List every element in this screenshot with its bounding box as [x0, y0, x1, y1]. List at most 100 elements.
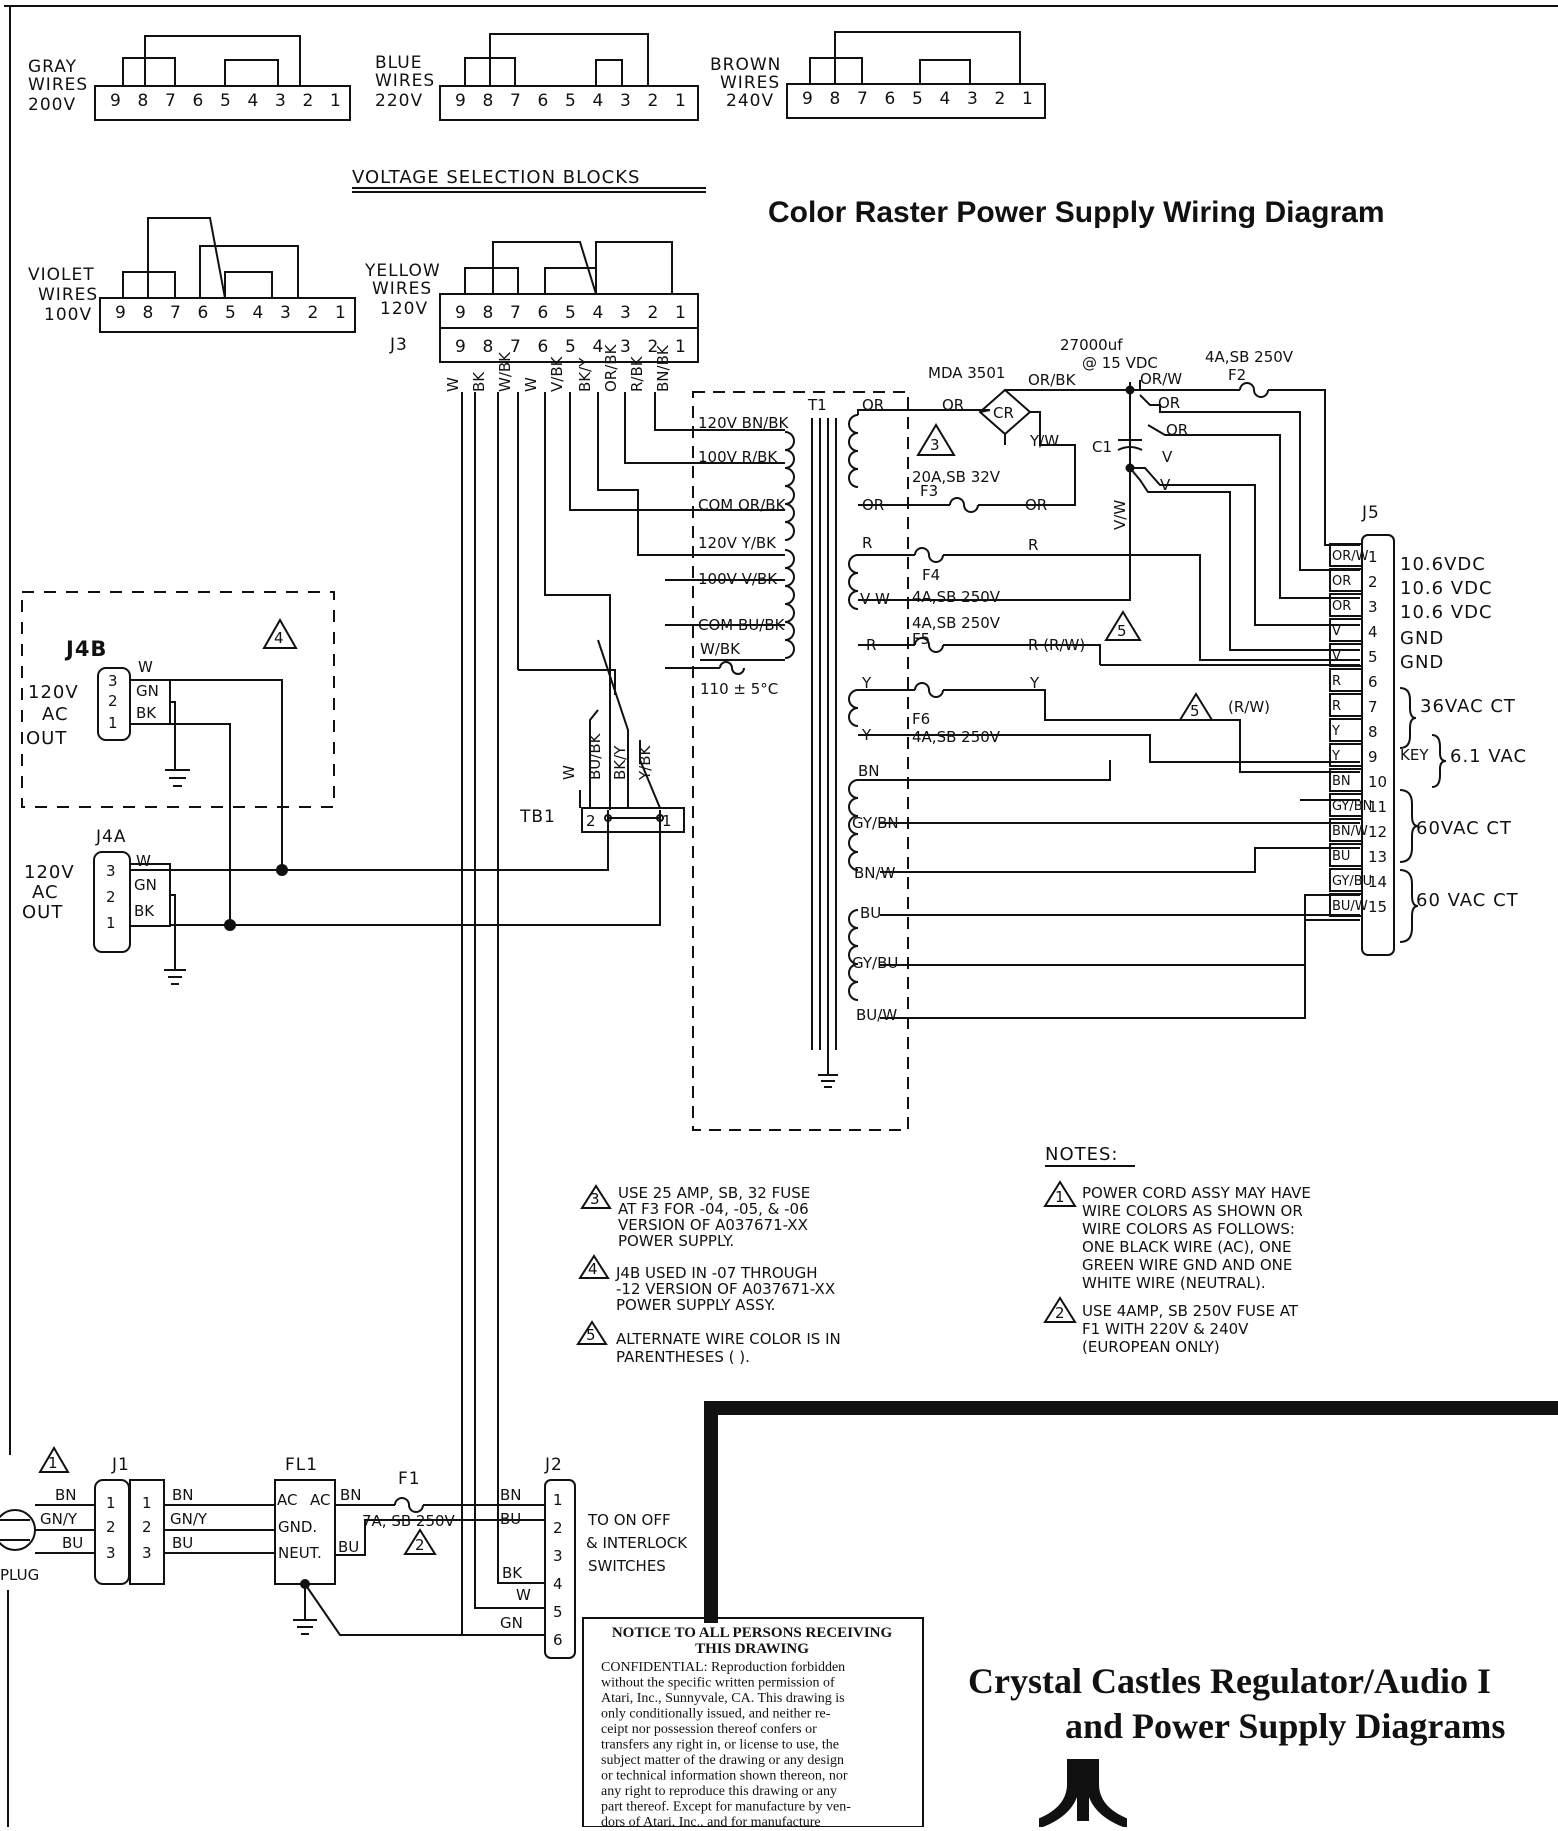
violet-pin-6: 6	[198, 303, 210, 323]
cr-label: CR	[993, 404, 1014, 422]
j5-label: J5	[1361, 503, 1380, 523]
brown-label: BROWN	[710, 55, 781, 75]
j4a-wire-w: W	[136, 852, 151, 870]
primary-taps	[665, 429, 785, 661]
j5-rows: 1OR/W2OR3OR4V5V6R7R8Y9Y10BN11GY/BN12BN/W…	[1329, 543, 1387, 917]
yellow-pin-2: 2	[648, 303, 660, 323]
j4b-enclosure	[21, 591, 335, 808]
j4a-bk-run	[170, 810, 661, 926]
c1-plate-2	[1117, 446, 1143, 451]
gn-return	[304, 1583, 545, 1636]
gray-pin-4: 4	[248, 91, 260, 111]
flag-3-label: 3	[930, 436, 940, 454]
flag-4-triangle	[262, 617, 298, 649]
j3-wire-8: BN/BK	[654, 344, 672, 392]
plug-wire-gny: GN/Y	[40, 1510, 78, 1528]
tb1-label: TB1	[519, 807, 556, 827]
blue-pin-1: 1	[675, 91, 687, 111]
violet-jumper-2	[147, 217, 226, 299]
tb1-bky-lead	[597, 639, 629, 808]
title-block-stub	[704, 1401, 718, 1623]
primary-tap-120v-a: 120V BN/BK	[698, 414, 790, 432]
blue-voltage: 220V	[375, 91, 423, 111]
block-blue: BLUE WIRES 220V	[375, 33, 699, 121]
f3-label: F3	[920, 482, 938, 500]
j3-connector	[439, 327, 699, 363]
blue-terminal-block	[439, 85, 699, 121]
j4a-wire-gn: GN	[134, 876, 157, 894]
j3-pin-2: 2	[648, 337, 660, 357]
j1-receptacle	[129, 1479, 165, 1585]
j5-wire-14: GY/BU	[1332, 874, 1372, 889]
n3-line-3: POWER SUPPLY.	[618, 1232, 734, 1250]
notice-line-10: dors of Atari, Inc., and for manufacture	[601, 1815, 821, 1827]
n5-line-0: ALTERNATE WIRE COLOR IS IN	[616, 1330, 841, 1348]
notice-line-6: subject matter of the drawing or any des…	[601, 1753, 844, 1768]
sec-r-top: R	[862, 534, 872, 552]
note-4-flag-label: 4	[588, 1260, 598, 1278]
j5-pin-7: 7	[1368, 698, 1378, 716]
or-label-3: OR	[1158, 394, 1180, 412]
j5-pin-12: 12	[1368, 823, 1387, 841]
j2-wire-gn: GN	[500, 1614, 523, 1632]
gray-voltage: 200V	[28, 95, 76, 115]
yellow-pin-6: 6	[538, 303, 550, 323]
notice-line-9: part thereof. Except for manufacture by …	[601, 1800, 851, 1815]
bridge-minus	[1030, 411, 1060, 446]
j4b-wire-w: W	[138, 658, 153, 676]
blue-pin-4: 4	[593, 91, 605, 111]
violet-pin-7: 7	[170, 303, 182, 323]
j4b-pin-3: 3	[108, 672, 118, 690]
j3-pin-7: 7	[510, 337, 522, 357]
secondary-coils	[848, 414, 859, 1001]
blue-pin-2: 2	[648, 91, 660, 111]
j3-wire-2: W/BK	[496, 351, 514, 392]
plug-wire-bn: BN	[55, 1486, 77, 1504]
gray-pin-3: 3	[275, 91, 287, 111]
yellow-pin-7: 7	[510, 303, 522, 323]
j2-bk-run	[497, 1395, 545, 1584]
primary-tap-wbk: W/BK	[700, 640, 741, 658]
violet-pin-3: 3	[280, 303, 292, 323]
brown-jumper-2	[834, 31, 1021, 84]
j2-wire-w: W	[516, 1586, 531, 1604]
block-gray: GRAY WIRES 200V	[28, 35, 351, 121]
brown-pin-6: 6	[885, 89, 897, 109]
j5-wire-2: OR	[1332, 574, 1351, 589]
fl1-out-bu: BU	[338, 1538, 359, 1556]
fuse-f5-group: 4A,SB 250V F5 R (R/W) 5	[912, 610, 1142, 654]
switch-text-3: SWITCHES	[588, 1557, 666, 1575]
blue-pin-3: 3	[620, 91, 632, 111]
sec-bnw: BN/W	[854, 864, 896, 882]
n3-line-1: AT F3 FOR -04, -05, & -06	[618, 1200, 809, 1218]
node-w	[276, 864, 288, 876]
j4a-120v: 120V	[24, 862, 75, 883]
j5-wire-box-5	[1329, 643, 1363, 667]
tb1-wire-ybk: Y/BK	[636, 744, 654, 781]
thermal-fuse	[719, 661, 745, 675]
n1-line-2: WIRE COLORS AS FOLLOWS:	[1082, 1220, 1295, 1238]
j5-wire-5: V	[1332, 649, 1341, 664]
j1-pin-2b: 2	[142, 1518, 152, 1536]
j1-wire-bn: BN	[172, 1486, 194, 1504]
sec-bn: BN	[858, 762, 880, 780]
n3-line-0: USE 25 AMP, SB, 32 FUSE	[618, 1184, 810, 1202]
j3-wire-0: W	[444, 377, 462, 392]
c1-label: C1	[1092, 438, 1112, 456]
out-10v6-1: 10.6VDC	[1400, 554, 1486, 575]
note-2-flag-label: 2	[1055, 1304, 1065, 1322]
n5-line-1: PARENTHESES ( ).	[616, 1348, 750, 1366]
j3-pin-3: 3	[620, 337, 632, 357]
f1-spec: 7A, SB 250V	[362, 1512, 456, 1530]
violet-pin-2: 2	[308, 303, 320, 323]
fl1-out-bn: BN	[340, 1486, 362, 1504]
thermal-fuse-rating: 110 ± 5°C	[700, 680, 778, 698]
plug-wire-bu: BU	[62, 1534, 83, 1552]
f5-label: F5	[912, 630, 930, 648]
violet-pin-1: 1	[335, 303, 347, 323]
brown-pin-3: 3	[967, 89, 979, 109]
f4-spec: 4A,SB 250V	[912, 588, 1001, 606]
node-bk	[224, 919, 236, 931]
f1-label: F1	[398, 1469, 421, 1489]
brown-terminal-block	[786, 83, 1046, 119]
